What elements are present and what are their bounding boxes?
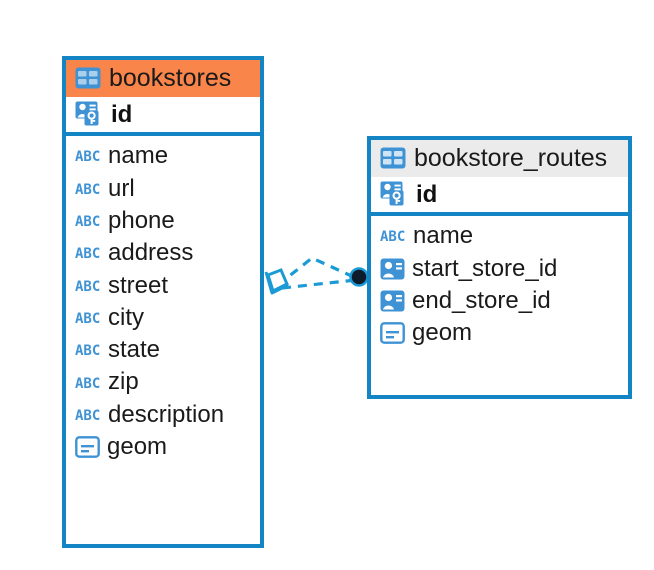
- entity-title: bookstore_routes: [414, 144, 608, 172]
- text-type-icon: ABC: [75, 276, 101, 296]
- column-row[interactable]: start_store_id: [371, 253, 628, 285]
- column-label: url: [108, 174, 135, 202]
- column-list-bookstore-routes: ABC name start_store_id: [371, 216, 628, 354]
- entity-header-bookstores[interactable]: bookstores: [66, 60, 260, 98]
- crows-foot-diamond-icon: [264, 268, 289, 295]
- text-type-icon: ABC: [75, 179, 101, 199]
- column-row[interactable]: geom: [66, 431, 260, 463]
- text-type-icon: ABC: [75, 308, 101, 328]
- table-icon: [380, 147, 406, 169]
- relationship-line-lower: [281, 278, 357, 290]
- foreign-key-icon: [380, 258, 405, 280]
- column-label: description: [108, 400, 225, 428]
- column-label: phone: [108, 206, 175, 234]
- table-icon: [75, 67, 101, 89]
- column-row[interactable]: end_store_id: [371, 285, 628, 317]
- entity-title: bookstores: [109, 64, 232, 92]
- column-row[interactable]: ABC name: [371, 220, 628, 252]
- svg-text:ABC: ABC: [75, 376, 100, 392]
- column-row[interactable]: ABC state: [66, 334, 260, 366]
- column-label: geom: [107, 433, 168, 461]
- column-row[interactable]: ABC city: [66, 302, 260, 334]
- primary-key-icon: [75, 101, 103, 127]
- column-row[interactable]: ABC name: [66, 140, 260, 172]
- primary-key-row-bookstores[interactable]: id: [66, 97, 260, 137]
- column-label: geom: [412, 319, 473, 347]
- geometry-type-icon: [75, 436, 100, 459]
- text-type-icon: ABC: [75, 211, 101, 231]
- text-type-icon: ABC: [75, 340, 101, 360]
- geometry-type-icon: [380, 322, 405, 345]
- entity-header-bookstore-routes[interactable]: bookstore_routes: [371, 140, 628, 178]
- column-row[interactable]: ABC address: [66, 237, 260, 269]
- text-type-icon: ABC: [75, 146, 101, 166]
- relationship-line-upper: [277, 256, 357, 287]
- column-label: address: [108, 239, 194, 267]
- foreign-key-icon: [380, 290, 405, 312]
- column-label: end_store_id: [412, 286, 551, 314]
- column-row[interactable]: ABC street: [66, 270, 260, 302]
- svg-text:ABC: ABC: [380, 229, 405, 245]
- svg-text:ABC: ABC: [75, 343, 100, 359]
- entity-bookstore-routes[interactable]: bookstore_routes id: [367, 136, 632, 399]
- svg-text:ABC: ABC: [75, 279, 100, 295]
- filled-circle-endpoint-icon: [349, 267, 369, 287]
- text-type-icon: ABC: [380, 226, 406, 246]
- primary-key-label: id: [111, 100, 133, 128]
- column-label: start_store_id: [412, 254, 558, 282]
- svg-text:ABC: ABC: [75, 182, 100, 198]
- primary-key-row-bookstore-routes[interactable]: id: [371, 177, 628, 217]
- column-label: street: [108, 271, 169, 299]
- column-row[interactable]: geom: [371, 317, 628, 349]
- text-type-icon: ABC: [75, 243, 101, 263]
- column-row[interactable]: ABC description: [66, 399, 260, 431]
- column-label: name: [108, 142, 169, 170]
- column-row[interactable]: ABC url: [66, 173, 260, 205]
- svg-text:ABC: ABC: [75, 311, 100, 327]
- text-type-icon: ABC: [75, 373, 101, 393]
- entity-bookstores[interactable]: bookstores id: [62, 56, 264, 548]
- column-label: name: [413, 222, 474, 250]
- svg-text:ABC: ABC: [75, 408, 100, 424]
- primary-key-icon: [380, 181, 408, 207]
- column-label: state: [108, 336, 161, 364]
- primary-key-label: id: [416, 180, 438, 208]
- column-label: zip: [108, 368, 139, 396]
- svg-text:ABC: ABC: [75, 214, 100, 230]
- column-label: city: [108, 303, 144, 331]
- column-row[interactable]: ABC zip: [66, 366, 260, 398]
- column-list-bookstores: ABC name ABC url ABC pho: [66, 136, 260, 468]
- column-row[interactable]: ABC phone: [66, 205, 260, 237]
- svg-text:ABC: ABC: [75, 149, 100, 165]
- svg-text:ABC: ABC: [75, 246, 100, 262]
- text-type-icon: ABC: [75, 405, 101, 425]
